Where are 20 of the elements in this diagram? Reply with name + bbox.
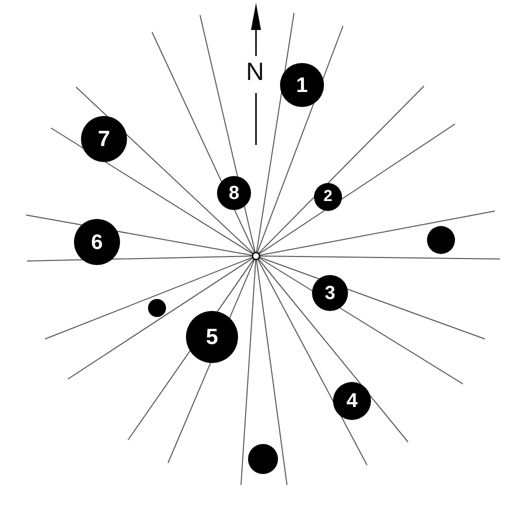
marker-number: 4: [346, 391, 358, 411]
numbered-marker: [314, 183, 342, 211]
marker-number: 6: [91, 232, 103, 252]
marker-number: 1: [296, 74, 308, 96]
marker-number: 8: [228, 184, 240, 202]
marker-number: 2: [324, 189, 332, 205]
marker-dot: [248, 444, 278, 474]
north-label: N: [246, 60, 264, 85]
numbered-marker: [74, 219, 120, 265]
numbered-marker: [280, 63, 324, 107]
numbered-marker: [81, 116, 127, 162]
marker-number: 3: [324, 284, 336, 302]
numbered-marker: [312, 275, 348, 311]
marker-number: 7: [98, 128, 110, 150]
marker-dot: [148, 299, 166, 317]
numbered-marker: [186, 311, 238, 363]
marker-number: 5: [206, 326, 218, 348]
marker-dot: [427, 226, 455, 254]
numbered-marker: [333, 382, 371, 420]
numbered-marker: [217, 176, 251, 210]
